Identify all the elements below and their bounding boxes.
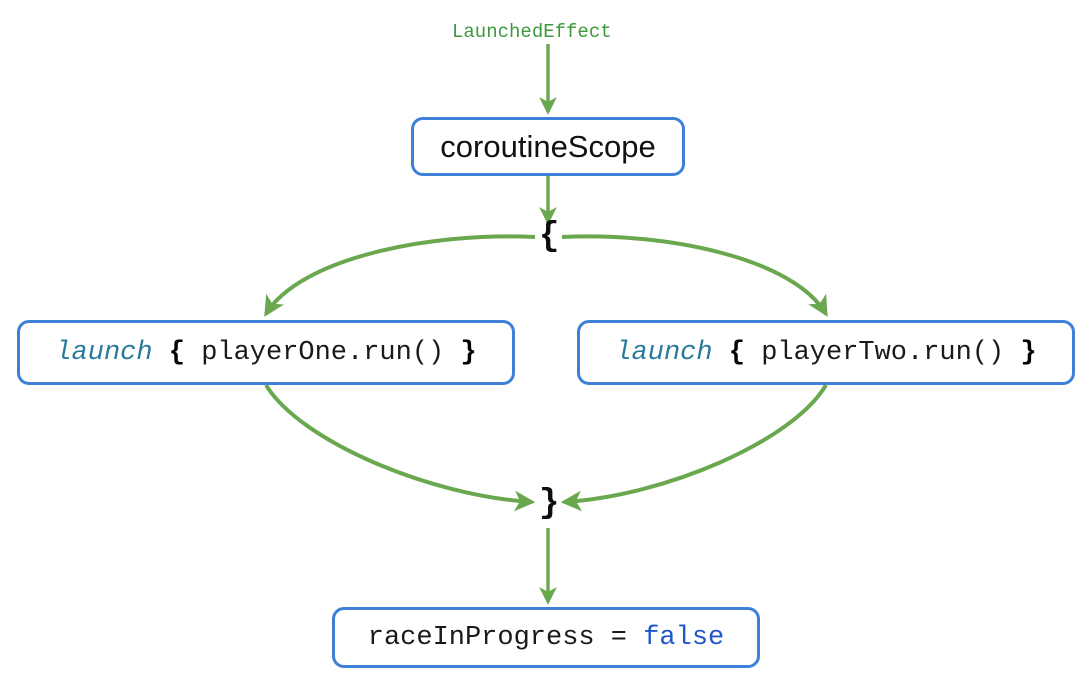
edge-launch-right-to-join (560, 383, 828, 512)
launch-body-right: playerTwo.run() (761, 337, 1005, 368)
edge-fork-to-launch-left (264, 234, 536, 317)
node-coroutine-scope-label: coroutineScope (440, 128, 656, 164)
launch-keyword-right: launch (615, 337, 713, 368)
race-assignment-text: raceInProgress = (367, 622, 644, 653)
edge-launch-left-to-join (264, 383, 536, 512)
fork-open-brace: { (539, 218, 560, 256)
launch-keyword-left: launch (55, 337, 153, 368)
launch-body-left: playerOne.run() (201, 337, 445, 368)
node-launch-player-one-code: launch { playerOne.run() } (55, 338, 476, 368)
race-literal-false: false (643, 622, 725, 653)
node-launch-player-one[interactable]: launch { playerOne.run() } (17, 320, 515, 385)
launch-open-brace-right: { (728, 337, 745, 368)
launch-close-brace-right: } (1020, 337, 1037, 368)
edge-fork-to-launch-right (561, 234, 828, 317)
node-race-in-progress-code: raceInProgress = false (368, 623, 724, 653)
join-close-brace: } (539, 485, 560, 523)
node-race-in-progress[interactable]: raceInProgress = false (332, 607, 760, 668)
node-coroutine-scope[interactable]: coroutineScope (411, 117, 685, 176)
node-launch-player-two-code: launch { playerTwo.run() } (615, 338, 1036, 368)
launch-close-brace-left: } (460, 337, 477, 368)
node-launch-player-two[interactable]: launch { playerTwo.run() } (577, 320, 1075, 385)
launchedeffect-label: LaunchedEffect (452, 21, 612, 43)
launch-open-brace-left: { (168, 337, 185, 368)
